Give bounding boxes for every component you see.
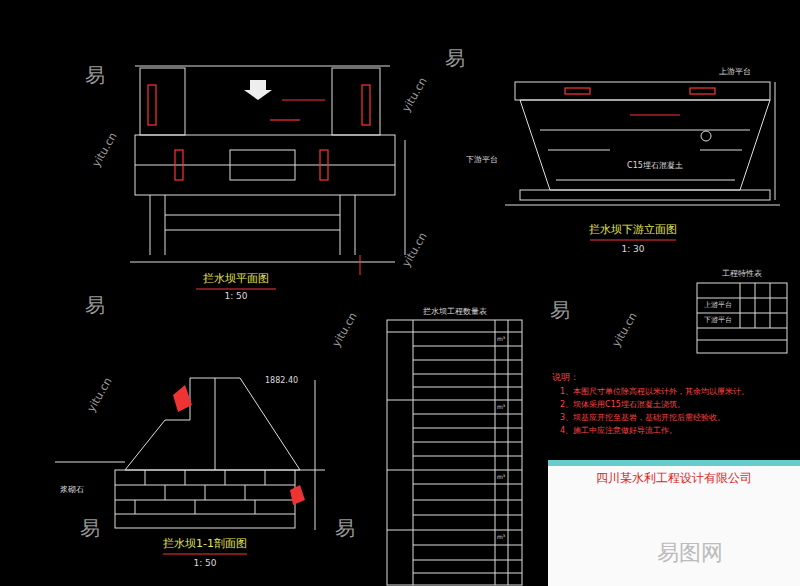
scale: 1: 50 bbox=[193, 559, 216, 569]
table-title: 工程特性表 bbox=[722, 270, 762, 279]
table-cell: 上游平台 bbox=[704, 302, 732, 310]
watermark: 易 bbox=[550, 299, 570, 321]
watermark: 易图网 bbox=[657, 541, 723, 565]
note-heading: 说明： bbox=[552, 373, 579, 383]
table-cell: m³ bbox=[497, 336, 505, 343]
table-cell: m³ bbox=[497, 474, 505, 481]
company-name: 四川某水利工程设计有限公司 bbox=[554, 470, 794, 487]
watermark: 易 bbox=[85, 294, 105, 316]
view-title: 拦水坝1-1剖面图 bbox=[163, 538, 247, 550]
part-label: 浆砌石 bbox=[60, 486, 84, 495]
table-cell: m³ bbox=[497, 404, 505, 411]
scale: 1: 50 bbox=[224, 292, 247, 302]
watermark: yitu.cn bbox=[610, 311, 639, 349]
watermark: yitu.cn bbox=[90, 131, 119, 169]
note: 4、施工中应注意做好导流工作。 bbox=[560, 427, 677, 436]
table-cell: m³ bbox=[497, 534, 505, 541]
watermark: 易 bbox=[80, 517, 100, 539]
watermark: yitu.cn bbox=[330, 311, 359, 349]
scale: 1: 30 bbox=[621, 245, 644, 255]
table-cell: 下游平台 bbox=[704, 317, 732, 325]
part-label: C15埋石混凝土 bbox=[627, 162, 683, 171]
elevation: 1882.40 bbox=[265, 377, 298, 386]
note: 1、本图尺寸单位除高程以米计外，其余均以厘米计。 bbox=[560, 388, 749, 397]
watermark: yitu.cn bbox=[400, 76, 429, 114]
watermark: 易 bbox=[445, 47, 465, 69]
view-title: 拦水坝下游立面图 bbox=[589, 224, 677, 236]
part-label: 下游平台 bbox=[466, 156, 498, 165]
view-title: 拦水坝平面图 bbox=[203, 273, 269, 285]
watermark: 易 bbox=[335, 517, 355, 539]
note: 3、坝基应开挖至基岩，基础开挖后需经验收。 bbox=[560, 414, 725, 423]
title-block: 四川某水利工程设计有限公司 bbox=[548, 460, 800, 586]
watermark: yitu.cn bbox=[85, 376, 114, 414]
note: 2、坝体采用C15埋石混凝土浇筑。 bbox=[560, 401, 685, 410]
watermark: 易 bbox=[85, 64, 105, 86]
part-label: 上游平台 bbox=[719, 68, 751, 77]
table-title: 拦水坝工程数量表 bbox=[423, 308, 487, 317]
